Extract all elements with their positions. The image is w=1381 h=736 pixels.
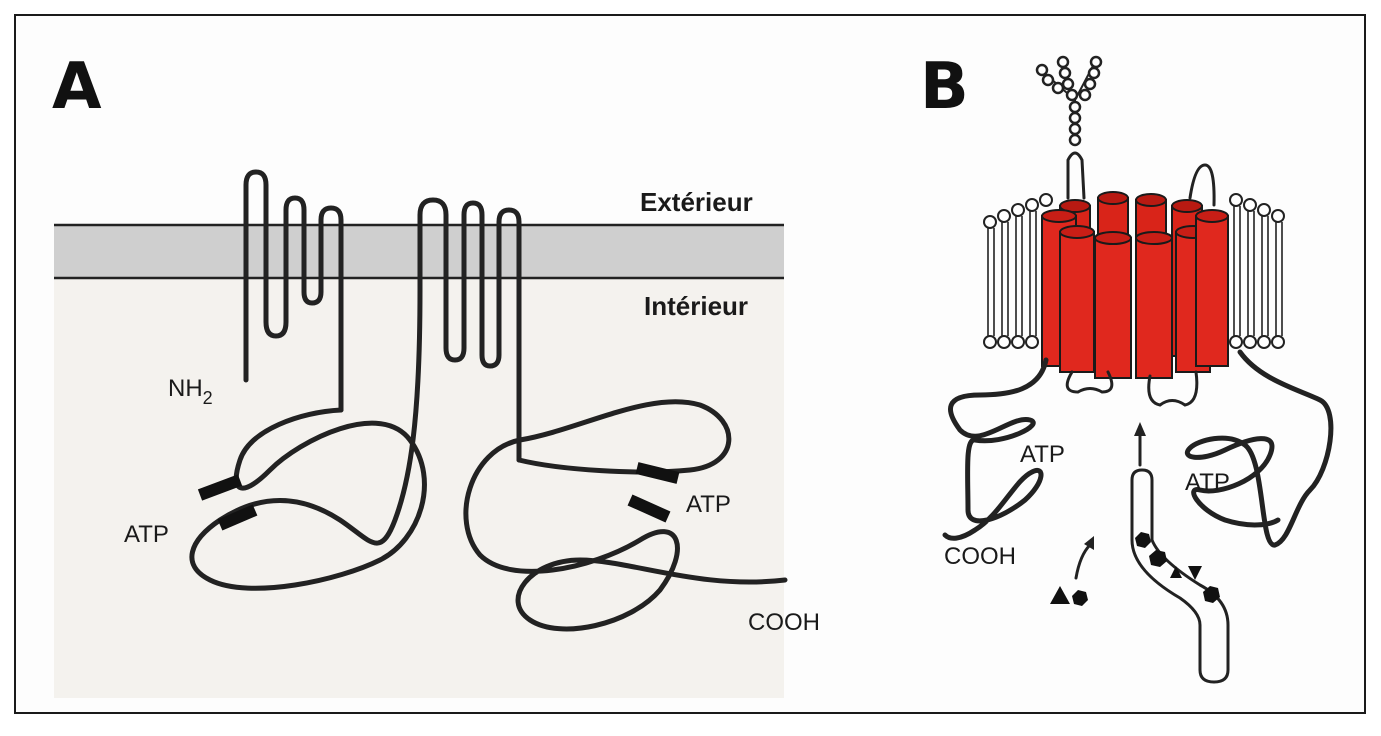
lipid-bilayer-left (983, 193, 1053, 349)
panel-b: B (920, 50, 1334, 684)
transport-arrow-head (1134, 422, 1146, 436)
tm-domain-1-chain (243, 169, 344, 413)
atp-right-label-b: ATP (1185, 469, 1230, 496)
cyto-loop-2 (463, 399, 788, 632)
lipid-bilayer-right (1229, 193, 1285, 349)
panel-a-letter: A (52, 50, 102, 124)
glycan-stalk (1066, 151, 1086, 200)
cyto-lobe-2 (1147, 370, 1199, 407)
cooh-label-b: COOH (944, 543, 1016, 570)
helix-front-row (1041, 209, 1229, 379)
cooh-label-a: COOH (748, 609, 820, 636)
chain-b-left (942, 357, 1049, 541)
tm-domain-2-chain (417, 197, 522, 463)
atp-right-label-a: ATP (686, 491, 731, 518)
hexagon-molecule-1 (1135, 532, 1151, 548)
atp-left-label-a: ATP (124, 521, 169, 548)
entry-arrow-head (1084, 536, 1094, 550)
cyto-loop-1 (189, 287, 427, 591)
extracellular-loop (1188, 163, 1216, 207)
panel-b-letter: B (920, 50, 969, 124)
interior-label: Intérieur (644, 291, 748, 321)
atp-site-a-3 (635, 462, 680, 484)
atp-site-a-1 (197, 474, 243, 501)
nh2-label: NH2 (168, 375, 213, 408)
substrate-molecules (1050, 532, 1220, 606)
transport-channel (1130, 468, 1230, 684)
cyto-lobe-1 (1065, 370, 1114, 394)
panel-a: A Extérieur Intérieur NH2 ATP ATP COOH (52, 50, 820, 698)
entry-arrow (1074, 543, 1092, 580)
atp-left-label-b: ATP (1020, 441, 1065, 468)
helix-bundle (1041, 191, 1229, 379)
exterior-label: Extérieur (640, 187, 753, 217)
chain-b-right (1185, 349, 1334, 548)
atp-site-a-4 (627, 494, 671, 523)
atp-site-a-2 (217, 504, 258, 531)
glycan-tree (1035, 55, 1103, 147)
